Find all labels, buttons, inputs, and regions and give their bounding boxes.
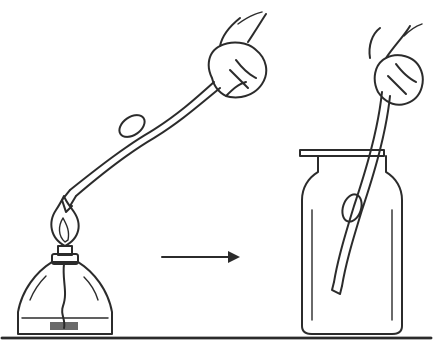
hand-icon bbox=[209, 12, 267, 98]
crucible-tongs-icon bbox=[332, 92, 390, 294]
flame-icon bbox=[51, 196, 78, 246]
hand-icon bbox=[369, 24, 422, 105]
right-arrow-icon bbox=[162, 251, 240, 263]
gas-jar-icon bbox=[300, 150, 402, 334]
crucible-tongs-icon bbox=[62, 82, 220, 212]
alcohol-lamp-icon bbox=[18, 246, 112, 334]
